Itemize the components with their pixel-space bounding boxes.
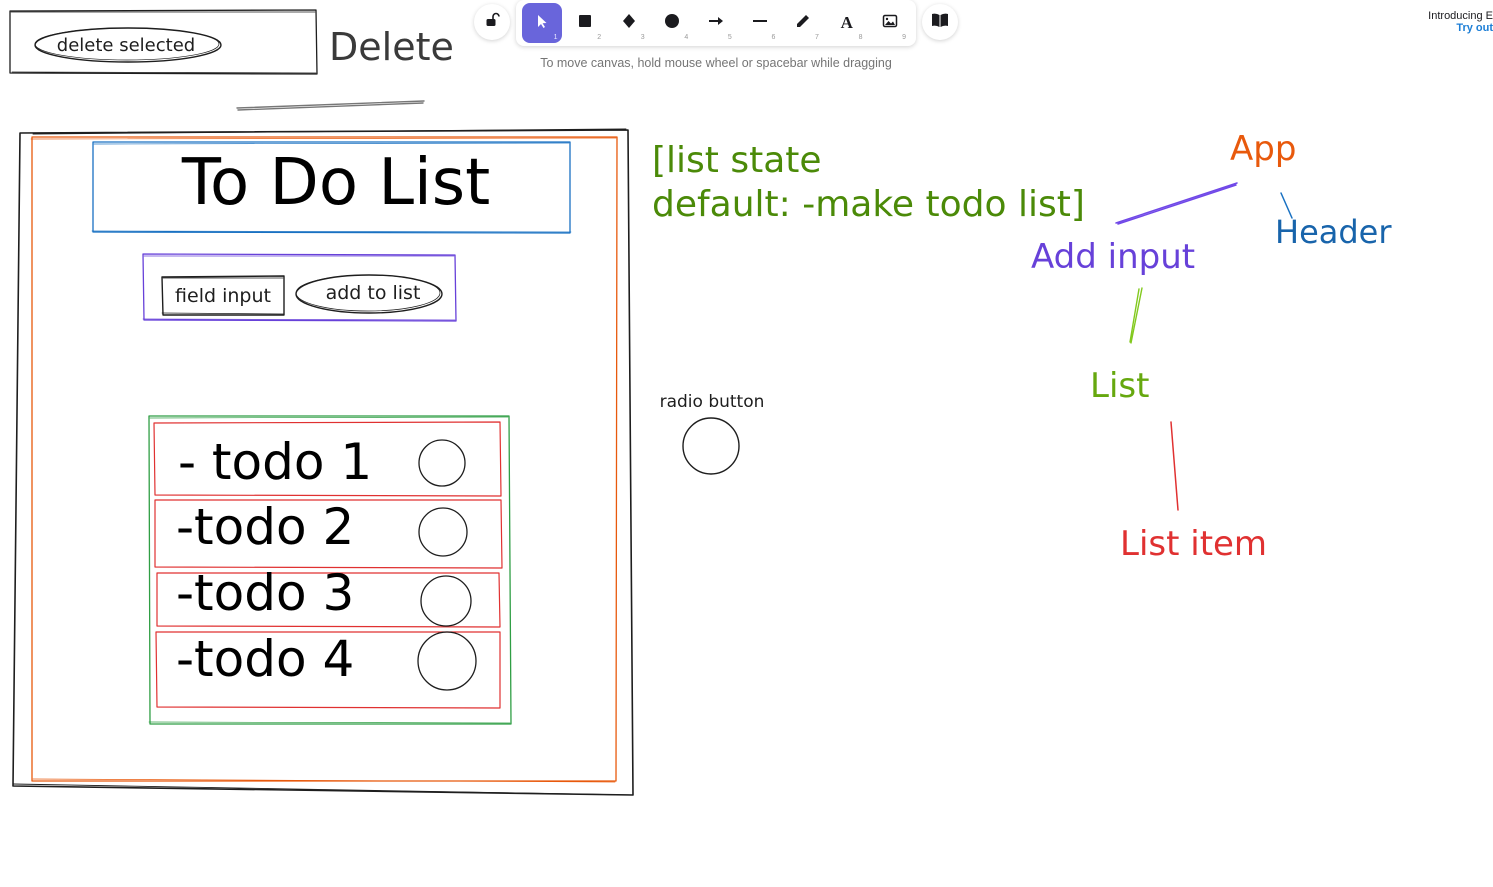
delete-button-label: delete selected xyxy=(57,35,195,56)
todo-title: To Do List xyxy=(181,146,490,220)
circle-icon xyxy=(664,13,680,33)
app-frame[interactable] xyxy=(12,128,634,796)
promo-link[interactable]: Try out xyxy=(1456,22,1493,34)
list-item[interactable] xyxy=(154,499,503,569)
tool-key: 6 xyxy=(771,34,776,41)
tool-key: 1 xyxy=(553,34,558,41)
tool-arrow[interactable]: 5 xyxy=(696,3,736,43)
promo-banner[interactable]: Introducing E Try out xyxy=(1423,10,1493,34)
tree-header: Header xyxy=(1275,213,1392,251)
add-input-box[interactable] xyxy=(142,253,457,322)
tree-connector-app-add xyxy=(1115,182,1238,225)
tool-key: 8 xyxy=(858,34,863,41)
library-button[interactable] xyxy=(922,4,958,40)
canvas-hint: To move canvas, hold mouse wheel or spac… xyxy=(540,56,892,70)
tool-rectangle[interactable]: 2 xyxy=(566,3,606,43)
tree-connector-add-list xyxy=(1129,287,1143,344)
line-icon xyxy=(752,13,768,33)
add-to-list-sketch[interactable] xyxy=(295,274,443,314)
book-icon xyxy=(931,12,949,32)
lock-open-icon xyxy=(484,12,500,32)
tree-connector-list-item xyxy=(1170,421,1179,511)
tool-draw[interactable]: 7 xyxy=(783,3,823,43)
list-item[interactable] xyxy=(155,631,501,709)
radio-button-label: radio button xyxy=(660,392,765,412)
tree-list: List xyxy=(1090,366,1149,406)
arrow-icon xyxy=(708,13,724,33)
tool-line[interactable]: 6 xyxy=(740,3,780,43)
image-icon xyxy=(882,13,898,33)
pencil-icon xyxy=(795,13,811,33)
tool-key: 7 xyxy=(815,34,819,41)
tool-selection[interactable]: 1 xyxy=(522,3,562,43)
tool-image[interactable]: 9 xyxy=(871,3,911,43)
diamond-icon xyxy=(621,13,637,33)
tool-key: 9 xyxy=(902,34,907,41)
delete-label: Delete xyxy=(329,25,454,69)
tree-list-item: List item xyxy=(1120,524,1267,564)
tool-diamond[interactable]: 3 xyxy=(609,3,649,43)
promo-text: Introducing E xyxy=(1428,10,1493,22)
tool-key: 5 xyxy=(727,34,732,41)
todo-item-text: -todo 2 xyxy=(176,498,354,556)
tool-text[interactable]: A 8 xyxy=(827,3,867,43)
tool-ellipse[interactable]: 4 xyxy=(653,3,693,43)
todo-item-text: -todo 3 xyxy=(176,564,354,622)
tree-app: App xyxy=(1230,129,1296,169)
header-box[interactable] xyxy=(91,141,572,234)
tool-key: 4 xyxy=(684,34,689,41)
text-icon: A xyxy=(840,13,853,32)
tool-key: 2 xyxy=(597,34,602,41)
field-input-label: field input xyxy=(175,285,271,307)
list-box[interactable] xyxy=(148,415,512,725)
state-note-line2: default: -make todo list] xyxy=(652,184,1085,225)
tree-add-input: Add input xyxy=(1031,237,1195,277)
list-item[interactable] xyxy=(156,572,501,628)
todo-item-text: -todo 4 xyxy=(176,630,354,688)
lock-button[interactable] xyxy=(474,4,510,40)
add-to-list-label: add to list xyxy=(326,282,421,304)
tree-connector-app-header xyxy=(1280,192,1293,219)
delete-underline xyxy=(236,100,425,111)
field-input-sketch[interactable] xyxy=(161,275,285,316)
square-icon xyxy=(577,13,593,33)
todo-item-text: - todo 1 xyxy=(178,433,372,491)
radio-button-sketch[interactable] xyxy=(682,417,740,475)
pointer-icon xyxy=(534,13,550,33)
tool-key: 3 xyxy=(640,34,645,41)
shape-toolbar: 1 2 3 4 5 6 7 A 8 xyxy=(516,0,916,46)
list-item[interactable] xyxy=(153,421,502,497)
state-note-line1: [list state xyxy=(652,140,822,181)
delete-wireframe[interactable] xyxy=(9,9,318,75)
